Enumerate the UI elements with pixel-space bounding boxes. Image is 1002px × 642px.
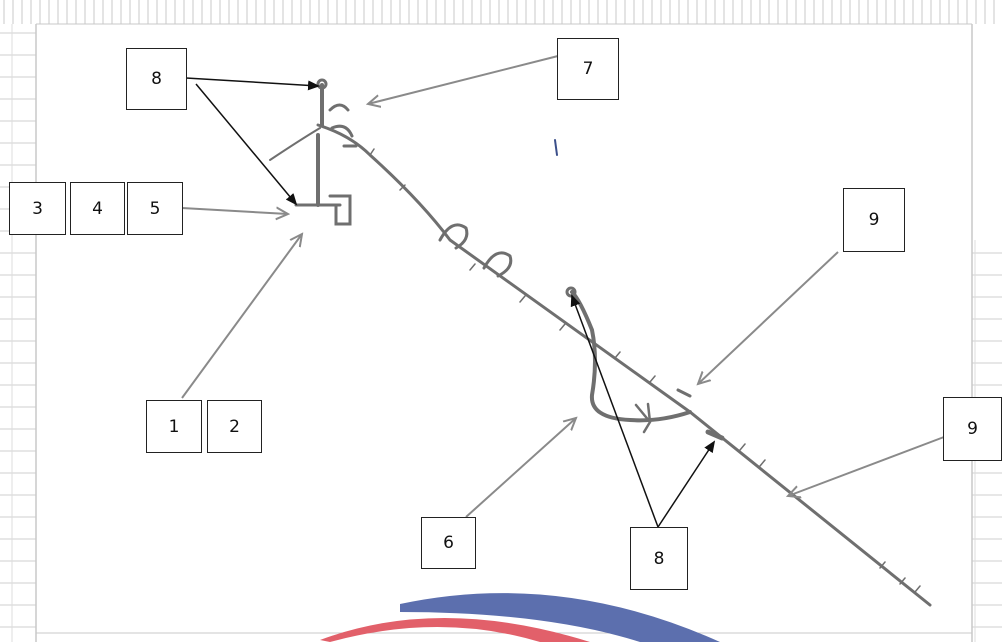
callout-3: 3: [9, 182, 66, 235]
arrow-7: [368, 55, 559, 104]
callout-8-bottom: 8: [630, 527, 688, 590]
stray-mark: [554, 139, 558, 156]
callout-2: 2: [207, 400, 262, 453]
top-ruler: [0, 0, 1002, 24]
branch-pipe-upper: [269, 127, 321, 161]
arrow-6: [465, 418, 576, 518]
callout-6: 6: [421, 517, 476, 569]
logo-red-swoosh: [320, 617, 590, 642]
bypass-loop: [570, 290, 692, 423]
callout-1: 1: [146, 400, 202, 453]
expansion-loop-2: [482, 251, 513, 278]
callout-4: 4: [70, 182, 125, 235]
callout-9-right: 9: [943, 397, 1002, 461]
valve-lower: [705, 429, 725, 441]
arrow-9-upper: [698, 251, 839, 384]
gray-arrows: [181, 55, 945, 518]
arrow-3-4-5: [181, 208, 288, 214]
background-logo: [320, 593, 720, 642]
arrow-9-right: [788, 436, 945, 496]
black-arrows: [185, 77, 716, 528]
arrow-8-bottom-to-valve: [657, 440, 716, 528]
callout-5: 5: [127, 182, 183, 235]
callout-8-top: 8: [126, 48, 187, 110]
fitting-cluster: [328, 103, 358, 148]
main-pipe: [316, 123, 932, 607]
callout-7: 7: [557, 38, 619, 100]
piping-drawing: [269, 78, 932, 607]
bracket-assembly: [294, 194, 352, 226]
arrow-8-top-to-bracket: [195, 83, 298, 206]
callout-9-upper: 9: [843, 188, 905, 252]
arrow-1-2: [181, 234, 302, 399]
support-upper: [676, 388, 692, 398]
arrow-8-top-to-valve: [185, 77, 320, 91]
expansion-loop-1: [438, 223, 469, 250]
trap-fitting: [634, 402, 652, 434]
pipe-supports: [369, 148, 921, 593]
arrow-8-bottom-to-bypass: [570, 294, 659, 528]
logo-blue-swoosh: [400, 593, 720, 642]
left-ruler: [0, 24, 36, 642]
